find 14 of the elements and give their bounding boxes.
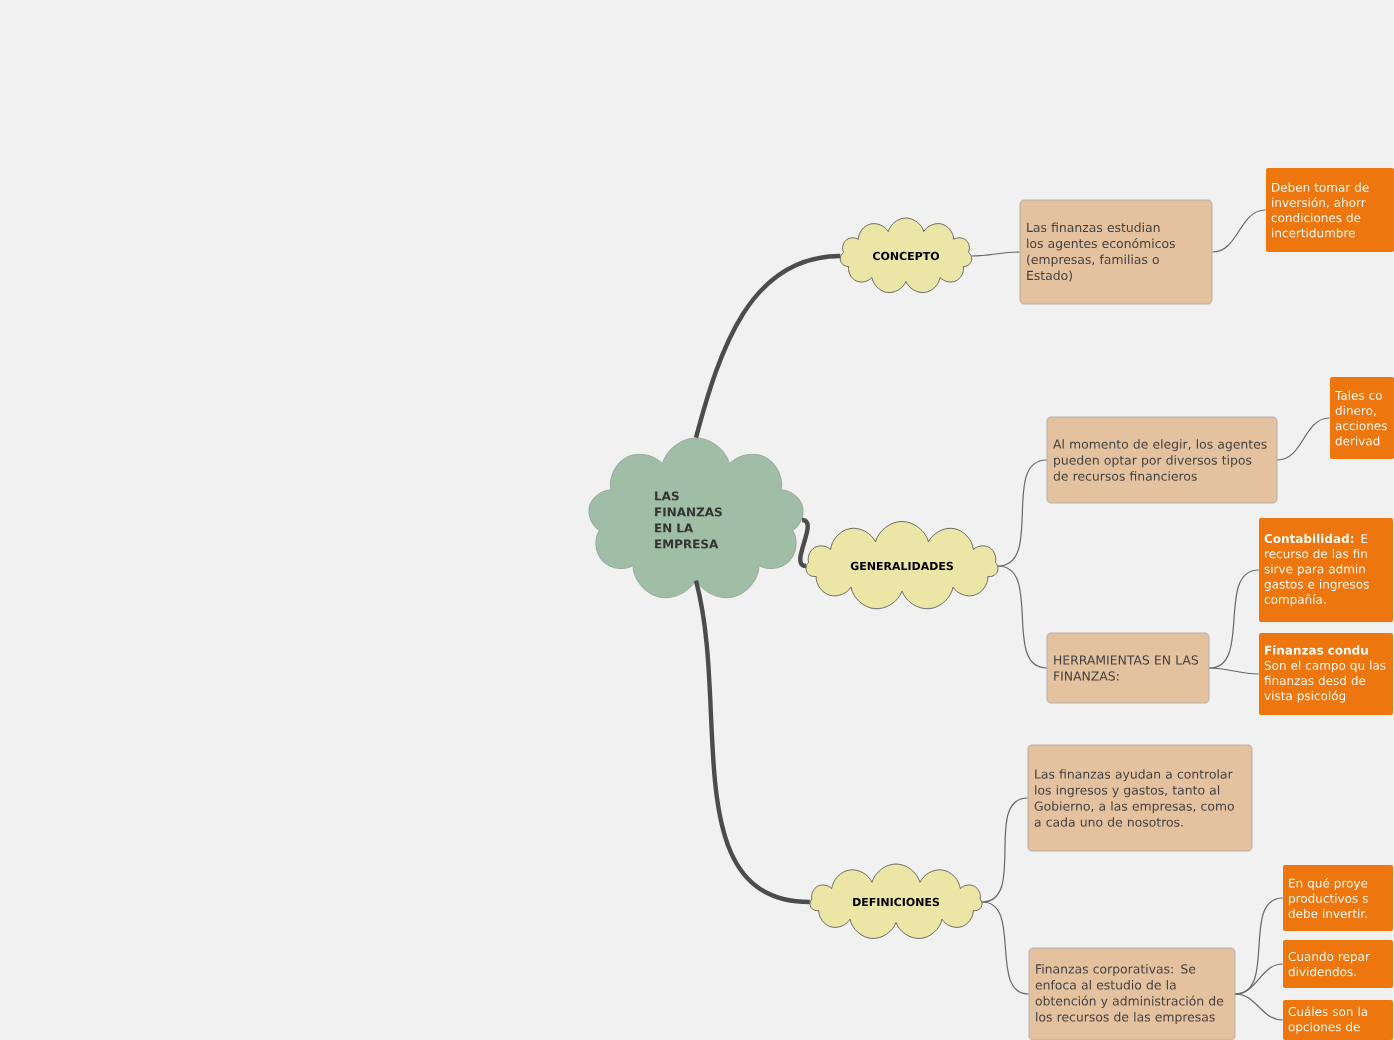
connector-line: [1234, 963, 1284, 995]
connector-line: [981, 901, 1030, 995]
connector-line: [1276, 417, 1331, 461]
connector-line: [693, 580, 811, 905]
connector-line: [997, 565, 1048, 669]
connector-line: [798, 517, 810, 569]
connector-line: [693, 253, 841, 439]
connector-line: [1211, 209, 1267, 253]
connector-line: [997, 459, 1048, 567]
connector-line: [1208, 569, 1260, 669]
connector-line: [1234, 993, 1284, 1021]
connector-line: [971, 251, 1021, 257]
connector-line: [981, 797, 1029, 903]
connector-line: [1208, 667, 1260, 675]
